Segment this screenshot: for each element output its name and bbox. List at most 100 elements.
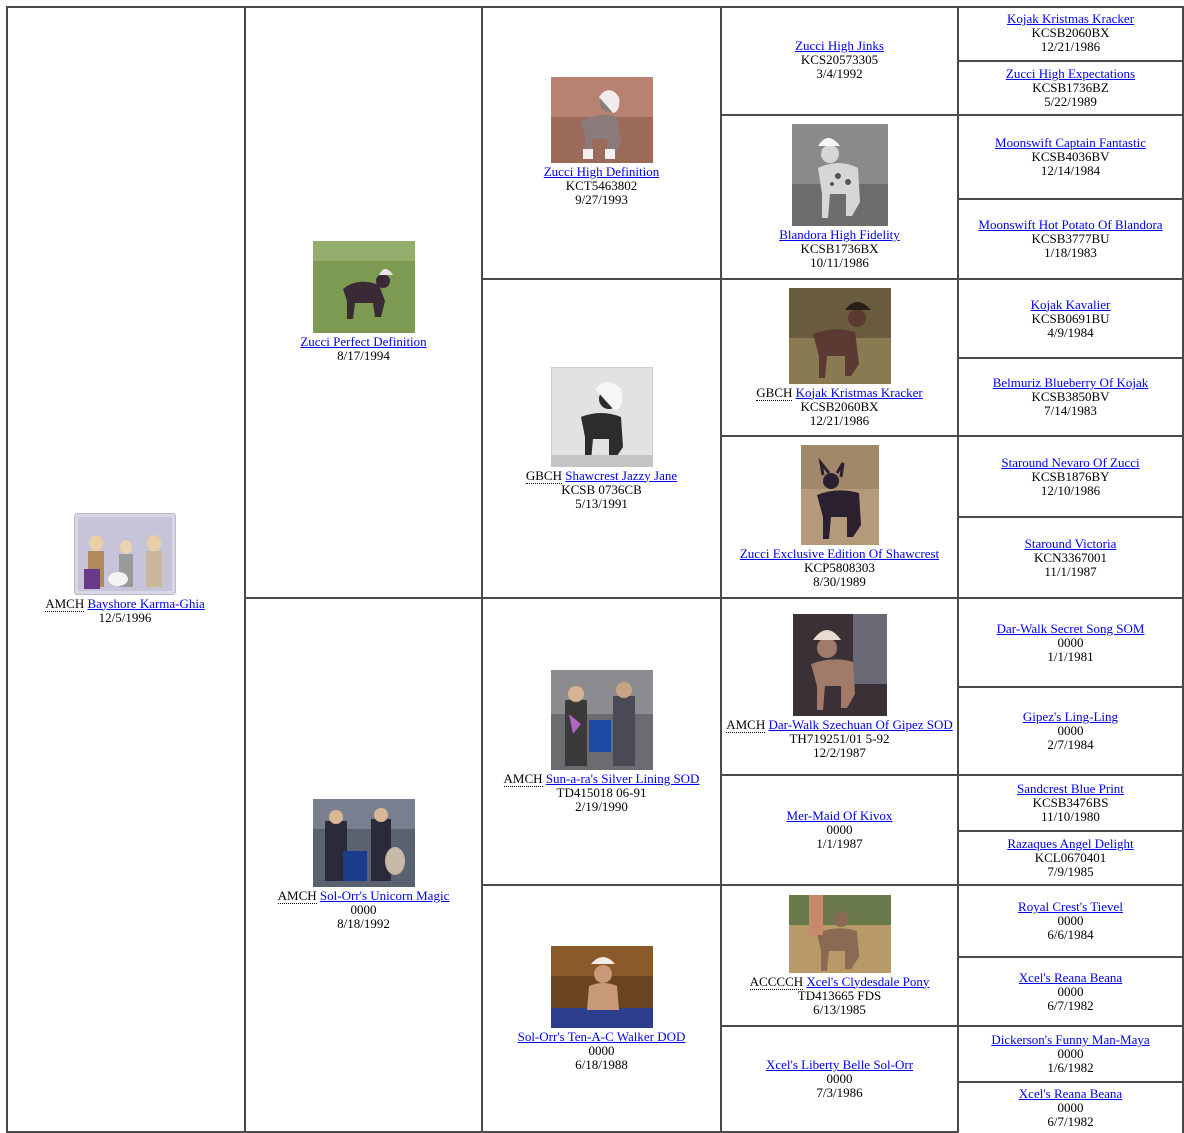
great-grandparent-cell: AMCH Dar-Walk Szechuan Of Gipez SOD TH71… xyxy=(722,599,959,776)
great-grandparent-name-link[interactable]: Zucci Exclusive Edition Of Shawcrest xyxy=(739,546,940,561)
grandparent-photo[interactable] xyxy=(550,945,653,1028)
great-grandparent-reg: KCSB1736BX xyxy=(800,241,879,256)
sire-name-link[interactable]: Zucci Perfect Definition xyxy=(300,333,427,349)
subject-date: 12/5/1996 xyxy=(98,609,152,625)
ggg-cell: Razaques Angel Delight KCL0670401 7/9/19… xyxy=(959,832,1184,886)
great-grandparent-title: ACCCCH xyxy=(749,973,804,990)
ggg-name-link[interactable]: Xcel's Reana Beana xyxy=(1018,969,1123,985)
ggg-cell: Kojak Kristmas Kracker KCSB2060BX 12/21/… xyxy=(959,6,1184,62)
ggg-date: 1/6/1982 xyxy=(1047,1060,1094,1075)
ggg-cell: Xcel's Reana Beana 0000 6/7/1982 xyxy=(959,958,1184,1027)
ggg-cell: Sandcrest Blue Print KCSB3476BS 11/10/19… xyxy=(959,776,1184,832)
grandparent-photo[interactable] xyxy=(550,366,653,467)
ggg-date: 1/18/1983 xyxy=(1044,245,1097,260)
ggg-date: 12/10/1986 xyxy=(1040,482,1101,498)
grandparent-name-link[interactable]: Sol-Orr's Ten-A-C Walker DOD xyxy=(517,1028,686,1044)
great-grandparent-photo[interactable] xyxy=(800,445,879,545)
ggg-name-link[interactable]: Kojak Kavalier xyxy=(1030,296,1111,312)
ggg-date: 5/22/1989 xyxy=(1044,94,1097,109)
great-grandparent-date: 6/13/1985 xyxy=(813,1001,866,1017)
ggg-date: 1/1/1981 xyxy=(1047,648,1094,664)
grandparent-date: 9/27/1993 xyxy=(575,192,628,207)
subject-title: AMCH xyxy=(45,595,85,612)
dam-name-link[interactable]: Sol-Orr's Unicorn Magic xyxy=(319,888,450,903)
grandparent-photo[interactable] xyxy=(550,669,653,770)
great-grandparent-cell: Blandora High Fidelity KCSB1736BX 10/11/… xyxy=(722,116,959,280)
great-grandparent-reg: 0000 xyxy=(826,822,853,837)
great-grandparent-date: 12/2/1987 xyxy=(813,744,866,760)
ggg-name-link[interactable]: Gipez's Ling-Ling xyxy=(1022,709,1119,724)
ggg-cell: Kojak Kavalier KCSB0691BU 4/9/1984 xyxy=(959,280,1184,359)
ggg-reg: KCSB1736BZ xyxy=(1032,80,1109,95)
ggg-reg: KCSB2060BX xyxy=(1031,25,1110,40)
ggg-reg: KCN3367001 xyxy=(1034,549,1107,565)
great-grandparent-cell: ACCCCH Xcel's Clydesdale Pony TD413665 F… xyxy=(722,886,959,1027)
great-grandparent-photo[interactable] xyxy=(791,124,888,226)
ggg-cell: Dar-Walk Secret Song SOM 0000 1/1/1981 xyxy=(959,599,1184,688)
grandparent-reg: 0000 xyxy=(588,1042,615,1058)
ggg-reg: KCSB3476BS xyxy=(1032,795,1109,810)
ggg-date: 12/14/1984 xyxy=(1040,163,1101,178)
grandparent-date: 6/18/1988 xyxy=(575,1056,628,1072)
ggg-cell: Royal Crest's Tievel 0000 6/6/1984 xyxy=(959,886,1184,958)
great-grandparent-name-link[interactable]: Zucci High Jinks xyxy=(795,38,884,53)
great-grandparent-date: 12/21/1986 xyxy=(809,412,870,428)
ggg-reg: KCL0670401 xyxy=(1034,850,1107,865)
great-grandparent-reg: TD413665 FDS xyxy=(797,987,882,1003)
ggg-cell: Moonswift Captain Fantastic KCSB4036BV 1… xyxy=(959,116,1184,200)
ggg-cell: Gipez's Ling-Ling 0000 2/7/1984 xyxy=(959,688,1184,776)
grandparent-cell: Sol-Orr's Ten-A-C Walker DOD 0000 6/18/1… xyxy=(483,886,722,1133)
ggg-name-link[interactable]: Kojak Kristmas Kracker xyxy=(1006,11,1135,26)
ggg-name-link[interactable]: Royal Crest's Tievel xyxy=(1018,899,1123,914)
ggg-name-link[interactable]: Zucci High Expectations xyxy=(1005,66,1136,81)
great-grandparent-name-link[interactable]: Blandora High Fidelity xyxy=(779,227,900,242)
sire-photo[interactable] xyxy=(312,240,415,333)
ggg-name-link[interactable]: Dickerson's Funny Man-Maya xyxy=(991,1032,1150,1047)
ggg-date: 12/21/1986 xyxy=(1040,39,1101,54)
dam-photo[interactable] xyxy=(312,799,415,887)
great-grandparent-photo[interactable] xyxy=(788,894,891,973)
grandparent-date: 5/13/1991 xyxy=(575,495,628,511)
ggg-reg: 0000 xyxy=(1057,913,1084,928)
ggg-name-link[interactable]: Sandcrest Blue Print xyxy=(1017,781,1124,796)
ggg-date: 4/9/1984 xyxy=(1047,324,1094,340)
ggg-reg: 0000 xyxy=(1057,983,1084,999)
ggg-cell: Zucci High Expectations KCSB1736BZ 5/22/… xyxy=(959,62,1184,116)
sire-date: 8/17/1994 xyxy=(337,347,390,363)
grandparent-photo[interactable] xyxy=(550,77,653,163)
sire-cell: Zucci Perfect Definition 8/17/1994 xyxy=(246,6,483,599)
ggg-name-link[interactable]: Xcel's Reana Beana xyxy=(1018,1086,1123,1101)
subject-photo[interactable] xyxy=(74,512,176,595)
ggg-cell: Xcel's Reana Beana 0000 6/7/1982 xyxy=(959,1083,1184,1133)
ggg-date: 6/7/1982 xyxy=(1047,1114,1094,1129)
dam-cell: AMCH Sol-Orr's Unicorn Magic 0000 8/18/1… xyxy=(246,599,483,1133)
ggg-name-link[interactable]: Belmuriz Blueberry Of Kojak xyxy=(992,375,1149,390)
great-grandparent-name-link[interactable]: Mer-Maid Of Kivox xyxy=(786,808,893,823)
subject-name-link[interactable]: Bayshore Karma-Ghia xyxy=(87,595,205,611)
great-grandparent-cell: GBCH Kojak Kristmas Kracker KCSB2060BX 1… xyxy=(722,280,959,437)
ggg-name-link[interactable]: Staround Victoria xyxy=(1024,535,1117,551)
great-grandparent-name-link[interactable]: Xcel's Clydesdale Pony xyxy=(806,973,930,989)
great-grandparent-name-link[interactable]: Kojak Kristmas Kracker xyxy=(795,384,923,400)
great-grandparent-reg: KCP5808303 xyxy=(804,560,875,575)
grandparent-name-link[interactable]: Zucci High Definition xyxy=(543,164,660,179)
grandparent-reg: KCSB 0736CB xyxy=(561,481,642,497)
ggg-reg: KCSB1876BY xyxy=(1031,468,1110,484)
great-grandparent-name-link[interactable]: Xcel's Liberty Belle Sol-Orr xyxy=(765,1057,914,1072)
ggg-name-link[interactable]: Dar-Walk Secret Song SOM xyxy=(996,620,1145,636)
great-grandparent-photo[interactable] xyxy=(788,287,891,384)
ggg-name-link[interactable]: Moonswift Captain Fantastic xyxy=(995,135,1146,150)
ggg-name-link[interactable]: Razaques Angel Delight xyxy=(1007,836,1134,851)
grandparent-cell: AMCH Sun-a-ra's Silver Lining SOD TD4150… xyxy=(483,599,722,886)
great-grandparent-date: 8/30/1989 xyxy=(813,574,866,589)
ggg-date: 6/7/1982 xyxy=(1047,997,1094,1013)
great-grandparent-name-link[interactable]: Dar-Walk Szechuan Of Gipez SOD xyxy=(768,716,953,732)
ggg-name-link[interactable]: Moonswift Hot Potato Of Blandora xyxy=(978,217,1163,232)
ggg-reg: KCSB3777BU xyxy=(1031,231,1110,246)
ggg-reg: KCSB3850BV xyxy=(1031,389,1110,404)
great-grandparent-cell: Zucci Exclusive Edition Of Shawcrest KCP… xyxy=(722,437,959,599)
grandparent-name-link[interactable]: Sun-a-ra's Silver Lining SOD xyxy=(545,770,700,786)
grandparent-name-link[interactable]: Shawcrest Jazzy Jane xyxy=(565,467,678,483)
ggg-name-link[interactable]: Staround Nevaro Of Zucci xyxy=(1001,454,1140,470)
great-grandparent-photo[interactable] xyxy=(792,613,887,716)
